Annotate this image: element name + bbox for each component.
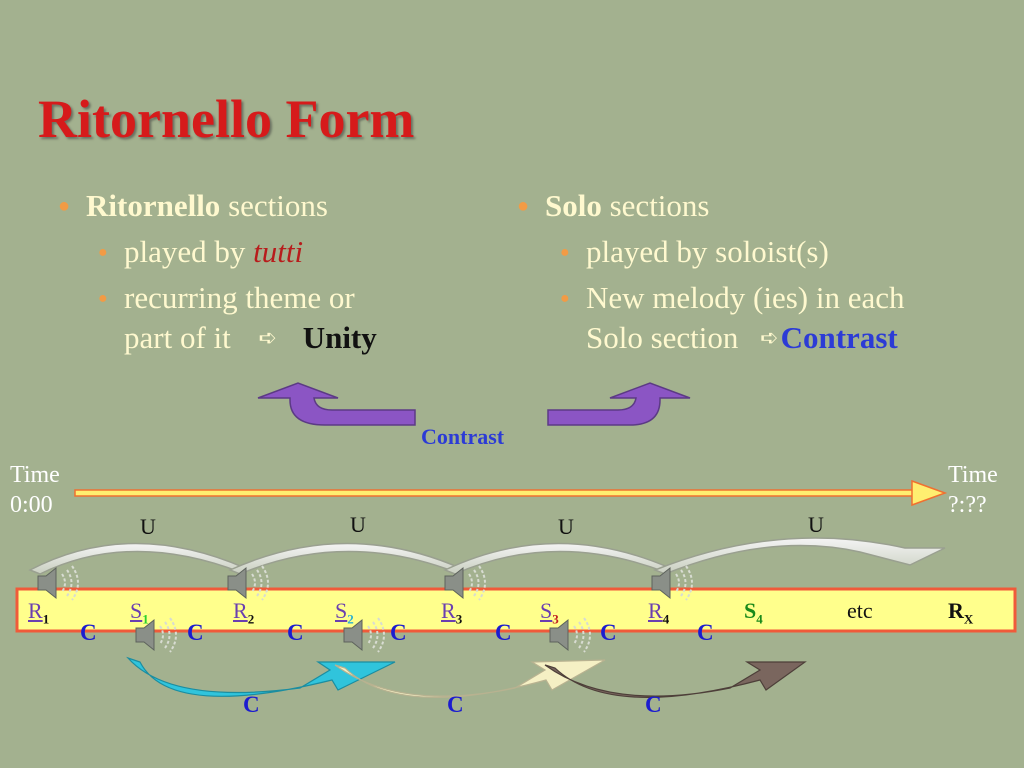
c-label: C — [447, 692, 464, 717]
unity-arcs — [28, 537, 946, 575]
right-bullet-melody-line2: Solo section ➪Contrast — [586, 320, 898, 355]
bullet-icon: ● — [58, 195, 71, 217]
right-heading-rest: sections — [601, 188, 710, 223]
right-heading-bold: Solo — [545, 188, 602, 223]
timeline-section-rx: RX — [948, 598, 974, 627]
purple-arrow-left-icon — [257, 382, 416, 426]
left-heading-bold: Ritornello — [86, 188, 221, 223]
u-label: U — [350, 512, 366, 537]
timeline-section-r4: R4 — [648, 598, 670, 627]
right-bullet-soloist: ● played by soloist(s) — [560, 234, 829, 269]
timeline-section-r1: R1 — [28, 598, 50, 627]
timeline-arrow-icon — [74, 479, 948, 507]
purple-arrow-right-icon — [547, 382, 691, 426]
left-bullet-tutti: ● played by tutti — [98, 234, 304, 269]
c-label: C — [495, 620, 512, 645]
c-label: C — [243, 692, 260, 717]
speaker-icon — [343, 617, 385, 653]
left-bullet-recurring-line2: part of it ➪ Unity — [124, 320, 377, 355]
timeline-section-r3: R3 — [441, 598, 463, 627]
contrast-text: Contrast — [780, 320, 898, 355]
timeline-section-etc: etc — [847, 598, 873, 623]
u-label: U — [808, 512, 824, 537]
right-heading: ● Solo sections — [517, 188, 710, 223]
contrast-arc-cyan — [126, 656, 396, 697]
bullet-icon: ● — [98, 244, 108, 261]
timeline-section-r2: R2 — [233, 598, 255, 627]
right-bullet-melody: ● New melody (ies) in each — [560, 280, 905, 315]
c-label: C — [287, 620, 304, 645]
contrast-arc-brown — [544, 661, 807, 698]
left-bullet-recurring: ● recurring theme or — [98, 280, 355, 315]
u-label: U — [558, 514, 574, 539]
bullet-icon: ● — [517, 195, 530, 217]
u-label: U — [140, 514, 156, 539]
c-label: C — [645, 692, 662, 717]
speaker-icon — [651, 565, 693, 601]
speaker-icon — [37, 565, 79, 601]
speaker-icon — [135, 617, 177, 653]
c-label: C — [187, 620, 204, 645]
timeline-section-s1: S1 — [130, 598, 149, 627]
timeline-section-s3: S3 — [540, 598, 559, 627]
c-label: C — [600, 620, 617, 645]
c-label: C — [80, 620, 97, 645]
tutti-text: tutti — [253, 234, 304, 269]
contrast-label: Contrast — [421, 424, 505, 449]
bullet-icon: ● — [98, 290, 108, 307]
c-label: C — [390, 620, 407, 645]
timeline-section-s2: S2 — [335, 598, 354, 627]
speaker-icon — [227, 565, 269, 601]
time-end-label: Time ?:?? — [948, 462, 998, 518]
time-start-label: Time 0:00 — [10, 462, 60, 518]
bullet-icon: ● — [560, 244, 570, 261]
arrow-icon: ➪ — [760, 325, 779, 350]
unity-text: Unity — [302, 320, 377, 355]
timeline-bar — [15, 587, 1017, 633]
bullet-icon: ● — [560, 290, 570, 307]
speaker-icon — [444, 565, 486, 601]
arrow-icon: ➪ — [258, 325, 277, 350]
speaker-icon — [549, 617, 591, 653]
left-heading-rest: sections — [220, 188, 328, 223]
timeline-section-s4: S4 — [744, 598, 763, 627]
contrast-arc-cream — [334, 659, 606, 698]
left-heading: ● Ritornello sections — [58, 188, 328, 223]
c-label: C — [697, 620, 714, 645]
page-title: Ritornello Form — [38, 89, 415, 149]
